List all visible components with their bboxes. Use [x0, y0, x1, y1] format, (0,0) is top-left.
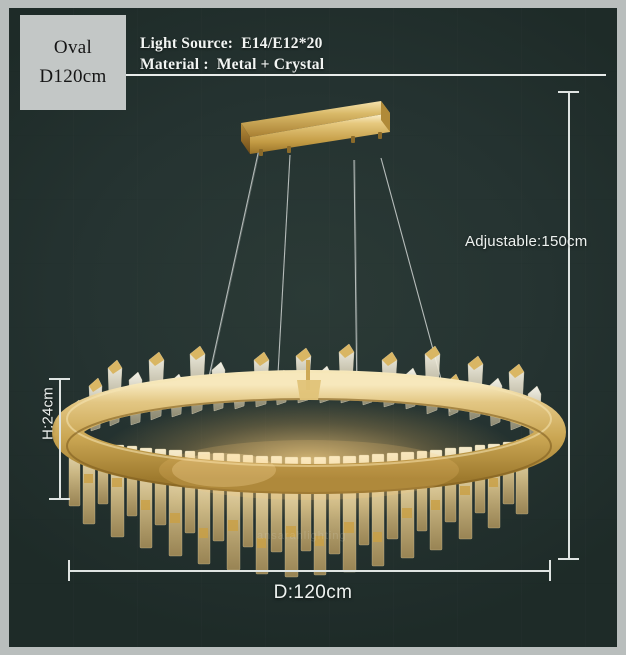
product-size-label: D120cm	[39, 66, 107, 87]
product-specifications: Light Source: E14/E12*20 Material : Meta…	[140, 34, 324, 76]
height-dimension-line	[59, 378, 61, 500]
diameter-dimension-label: D:120cm	[273, 582, 353, 603]
adjustable-dimension-label: Adjustable:150cm	[465, 233, 588, 250]
height-dimension-label: H:24cm	[39, 387, 57, 440]
header-divider	[117, 74, 606, 76]
light-source-text: Light Source: E14/E12*20	[140, 35, 323, 52]
adjustable-dimension-line	[568, 91, 570, 559]
diameter-dimension-cap-right	[549, 560, 551, 581]
diameter-dimension-line	[68, 570, 551, 572]
product-size-badge: Oval D120cm	[20, 15, 126, 110]
chandelier-illustration	[52, 101, 566, 578]
diameter-dimension-cap-left	[68, 560, 70, 581]
adjustable-dimension-cap-top	[558, 91, 579, 93]
product-shape-label: Oval	[53, 37, 93, 58]
height-dimension-cap-top	[49, 378, 70, 380]
material-text: Material : Metal + Crystal	[140, 55, 325, 73]
product-image-canvas: ansarahlighting Oval D120cm Light Source…	[9, 8, 617, 647]
height-dimension-cap-bottom	[49, 498, 70, 500]
adjustable-dimension-cap-bottom	[558, 558, 579, 560]
